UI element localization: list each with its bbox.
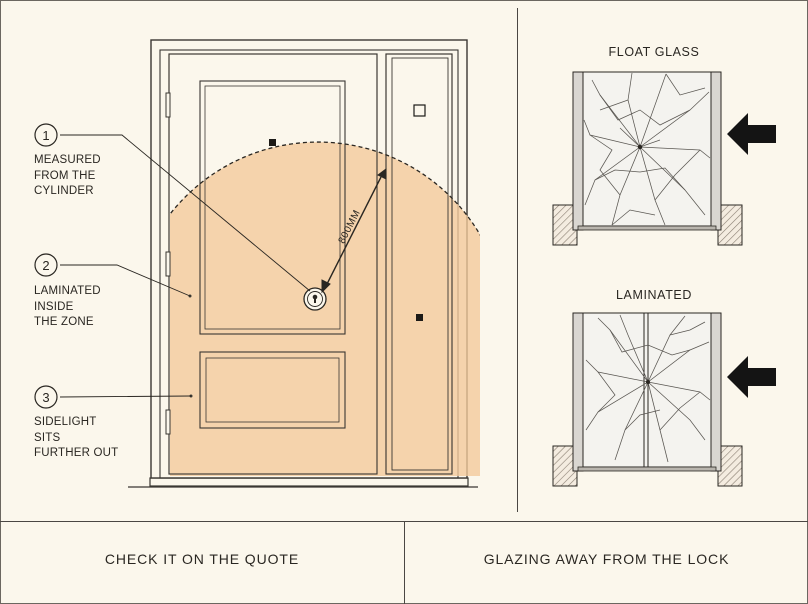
leader-3 [59, 395, 192, 398]
marker-square-upper [269, 139, 276, 146]
zone-fill [170, 142, 480, 476]
dimension-arrow [321, 168, 387, 294]
hinges [165, 92, 171, 435]
hinge-middle [165, 251, 171, 277]
upper-glass-inner [204, 85, 341, 330]
callout-label-2: LAMINATED INSIDE THE ZONE [34, 285, 101, 328]
callout-1: 1 [34, 123, 58, 147]
marker-square-sidelight [416, 314, 423, 321]
leader-2 [60, 264, 191, 297]
upper-glass-panel [199, 80, 346, 335]
lower-panel-inner [205, 357, 340, 423]
footer-right-text: GLAZING AWAY FROM THE LOCK [483, 551, 730, 567]
panel-divider [517, 8, 518, 512]
laminated-glass-title: LAMINATED [615, 288, 692, 302]
laminated-impact-arrow [727, 356, 776, 398]
footer-center-divider [404, 522, 405, 604]
float-impact-arrow [727, 113, 776, 155]
float-crack-lines [583, 72, 711, 226]
hinge-top [165, 92, 171, 118]
callout-3: 3 [34, 385, 58, 409]
sidelight-outline [385, 53, 453, 475]
footer-divider [0, 521, 808, 522]
callout-label-3: SIDELIGHT SITS FURTHER OUT [34, 416, 119, 459]
callout-label-1: MEASURED FROM THE CYLINDER [34, 154, 101, 197]
float-glass-illustration [552, 71, 776, 246]
footer-left-text: CHECK IT ON THE QUOTE [104, 551, 300, 567]
laminated-glass-illustration [552, 312, 776, 487]
callout-number-2: 2 [42, 258, 49, 273]
laminated-crack-lines [585, 314, 711, 463]
sidelight-glass [391, 57, 449, 471]
lower-panel [199, 351, 346, 429]
callout-2: 2 [34, 253, 58, 277]
lock-cylinder-icon [303, 287, 327, 311]
leader-1 [60, 134, 311, 292]
callout-leaders [59, 134, 311, 398]
float-glass-title: FLOAT GLASS [608, 45, 700, 59]
marker-square-sidelight-open [413, 104, 426, 117]
zone-boundary [170, 141, 480, 237]
callout-number-1: 1 [42, 128, 49, 143]
hinge-bottom [165, 409, 171, 435]
callout-number-3: 3 [42, 390, 49, 405]
door-sill [149, 477, 469, 487]
